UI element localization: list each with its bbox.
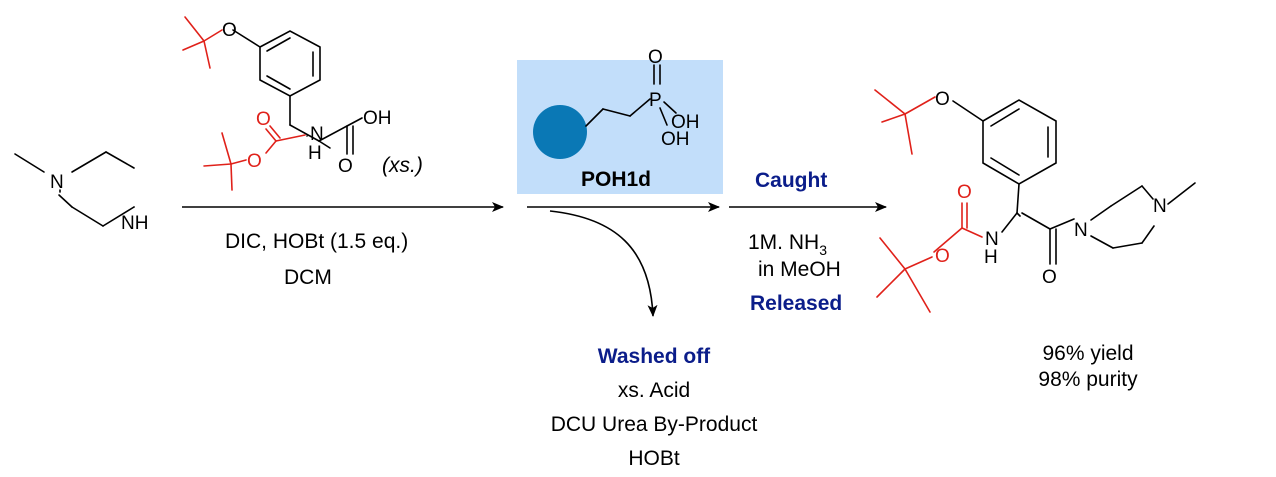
coupling-conditions: DIC, HOBt (1.5 eq.) — [225, 230, 408, 253]
product-carbonyl-o-atom: O — [1042, 267, 1057, 288]
resin-bead — [533, 105, 587, 159]
caught-label: Caught — [755, 169, 827, 192]
release-solvent: in MeOH — [758, 258, 841, 281]
amine-nh-atom: NH — [121, 213, 148, 234]
coupling-solvent: DCM — [284, 266, 332, 289]
washed-off-item: xs. Acid — [618, 379, 690, 402]
released-label: Released — [750, 292, 842, 315]
boc-ester-o-atom: O — [247, 151, 262, 172]
release-reagent: 1M. NH3 — [748, 231, 827, 258]
resin-name: POH1d — [581, 168, 651, 191]
product-structure: O O N N N H — [874, 89, 1196, 313]
amide-h-atom: H — [308, 143, 322, 164]
boc-carbonyl-o-atom: O — [256, 109, 271, 130]
methylpiperazine-structure: N NH — [14, 151, 148, 234]
acid-carbonyl-o-atom: O — [338, 156, 353, 177]
phosphonate-oh2-atom: OH — [661, 129, 690, 150]
phosphonate-oh1-atom: OH — [671, 112, 700, 133]
ether-o-atom: O — [222, 20, 237, 41]
boc-tyrosine-reagent-structure: OH O N H O O O — [182, 16, 392, 191]
washed-off-item: DCU Urea By-Product — [551, 413, 758, 436]
product-amide-h-atom: H — [984, 247, 998, 268]
product-amide-n-atom: N — [1074, 220, 1088, 241]
phosphonate-o-atom: O — [648, 47, 663, 68]
product-ether-o-atom: O — [935, 89, 950, 110]
amide-n-atom: N — [310, 124, 324, 145]
product-amide-nh-atom: N — [985, 229, 999, 250]
product-piperazine-n-atom: N — [1153, 196, 1167, 217]
product-boc-carbonyl-o-atom: O — [957, 182, 972, 203]
purity-value: 98% purity — [1038, 368, 1138, 391]
product-boc-ester-o-atom: O — [935, 246, 950, 267]
washed-off-item: HOBt — [628, 447, 680, 470]
phosphorus-atom: P — [649, 90, 662, 111]
acid-oh-atom: OH — [363, 108, 392, 129]
resin-panel: O P OH OH POH1d — [517, 47, 723, 194]
excess-note: (xs.) — [382, 154, 423, 177]
washed-off-arrow — [549, 210, 658, 317]
amine-n-atom: N — [50, 172, 64, 193]
washed-off-title: Washed off — [598, 345, 711, 368]
washed-off-list: Washed off xs. Acid DCU Urea By-Product … — [551, 345, 758, 470]
yield-value: 96% yield — [1042, 342, 1133, 365]
